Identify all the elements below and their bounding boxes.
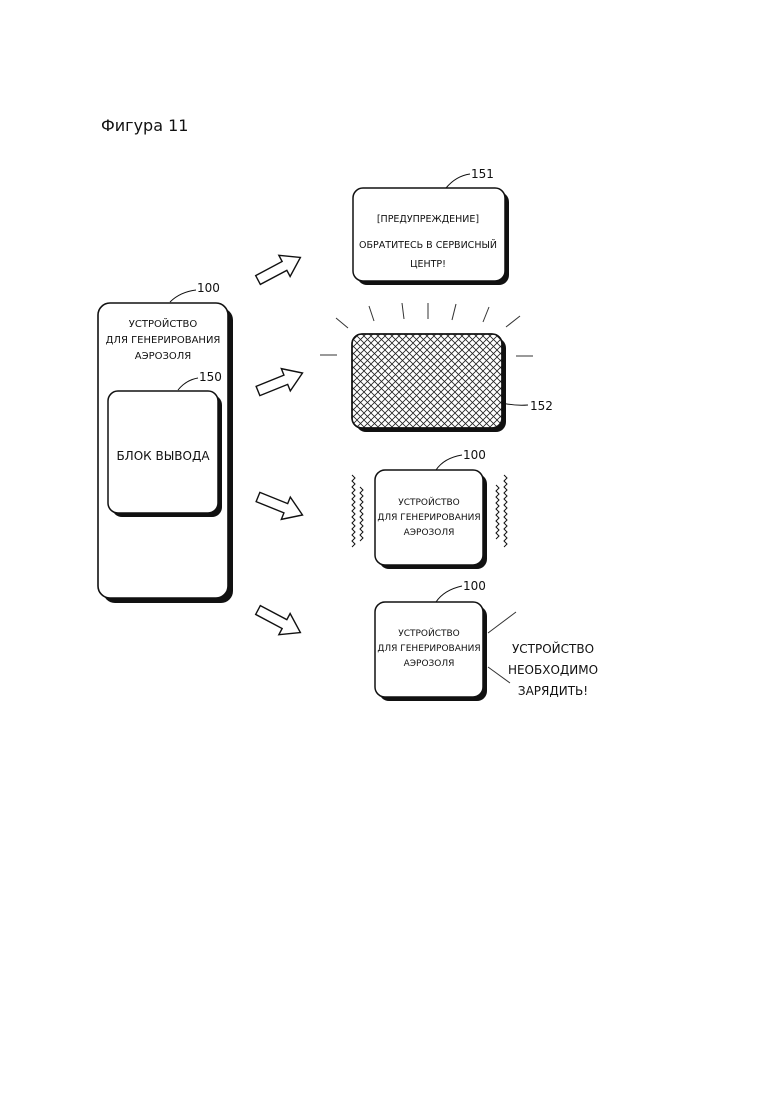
- sound-device-ref-label: 100: [463, 579, 486, 593]
- vibration-device-ref: 100: [436, 448, 486, 470]
- light-emitter-ref-label: 152: [530, 399, 553, 413]
- sound-message-line-2: НЕОБХОДИМО: [508, 663, 598, 677]
- vibration-device: УСТРОЙСТВО ДЛЯ ГЕНЕРИРОВАНИЯ АЭРОЗОЛЯ: [375, 470, 487, 569]
- sound-device-label-line-2: ДЛЯ ГЕНЕРИРОВАНИЯ: [377, 644, 480, 654]
- sound-message-line-3: ЗАРЯДИТЬ!: [518, 684, 588, 698]
- main-device-label-line-2: ДЛЯ ГЕНЕРИРОВАНИЯ: [106, 335, 221, 346]
- sound-device-ref: 100: [436, 579, 486, 602]
- arrow-to-sound: [252, 599, 306, 643]
- output-block-ref-label: 150: [199, 370, 222, 384]
- main-device-label-line-1: УСТРОЙСТВО: [129, 317, 198, 330]
- output-block: БЛОК ВЫВОДА: [108, 391, 222, 517]
- sound-message-line-1: УСТРОЙСТВО: [512, 641, 594, 656]
- vibration-device-label-line-1: УСТРОЙСТВО: [398, 496, 460, 508]
- vibration-device-label-line-2: ДЛЯ ГЕНЕРИРОВАНИЯ: [377, 513, 480, 523]
- warning-display-ref: 151: [446, 167, 494, 188]
- main-device-ref: 100: [170, 281, 220, 302]
- warning-line-3: ЦЕНТР!: [410, 259, 446, 270]
- sound-device-label-line-1: УСТРОЙСТВО: [398, 627, 460, 639]
- main-device-ref-label: 100: [197, 281, 220, 295]
- main-device-label-line-3: АЭРОЗОЛЯ: [135, 351, 191, 362]
- vibration-right: [496, 475, 507, 547]
- vibration-device-label-line-3: АЭРОЗОЛЯ: [404, 528, 455, 538]
- arrow-to-vibration: [254, 486, 307, 526]
- warning-display: [ПРЕДУПРЕЖДЕНИЕ] ОБРАТИТЕСЬ В СЕРВИСНЫЙ …: [353, 188, 509, 285]
- arrow-to-warning: [252, 247, 306, 291]
- warning-line-1: [ПРЕДУПРЕЖДЕНИЕ]: [377, 214, 479, 225]
- sound-device: УСТРОЙСТВО ДЛЯ ГЕНЕРИРОВАНИЯ АЭРОЗОЛЯ: [375, 602, 487, 701]
- sound-device-label-line-3: АЭРОЗОЛЯ: [404, 659, 455, 669]
- warning-display-ref-label: 151: [471, 167, 494, 181]
- output-block-label: БЛОК ВЫВОДА: [116, 449, 210, 463]
- vibration-device-ref-label: 100: [463, 448, 486, 462]
- light-emitter-ref: 152: [502, 399, 553, 413]
- sound-message: УСТРОЙСТВО НЕОБХОДИМО ЗАРЯДИТЬ!: [508, 641, 598, 698]
- light-emitter: [352, 334, 506, 432]
- warning-line-2: ОБРАТИТЕСЬ В СЕРВИСНЫЙ: [359, 239, 497, 251]
- arrow-to-light: [254, 362, 307, 402]
- vibration-left: [352, 475, 363, 547]
